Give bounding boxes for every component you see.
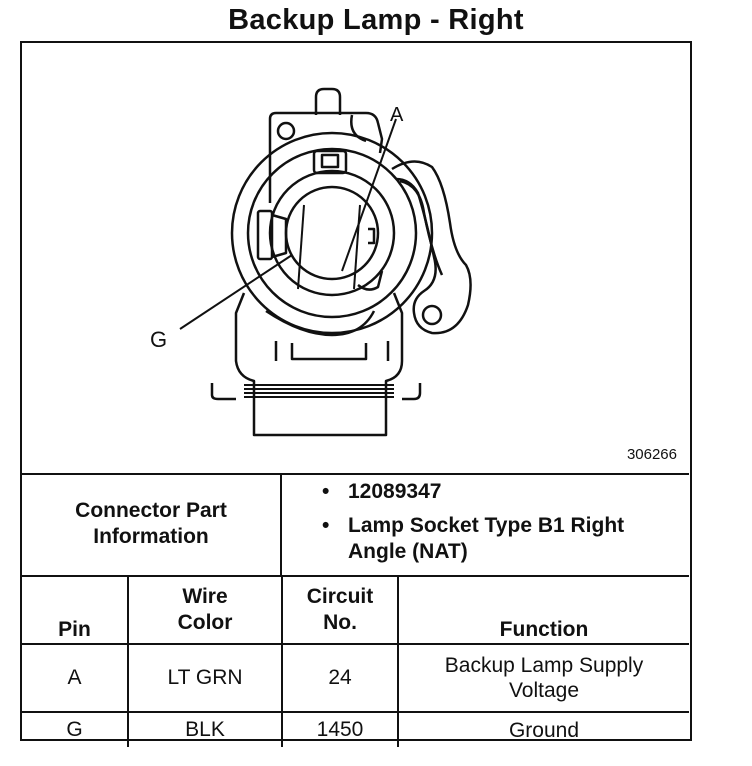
- figure-id: 306266: [626, 446, 677, 463]
- header-circuit-no: Circuit No.: [281, 575, 399, 645]
- callout-a: A: [390, 104, 404, 126]
- table-header-row: Pin Wire Color Circuit No. Function: [22, 575, 689, 645]
- cell-function: Backup Lamp Supply Voltage: [397, 643, 689, 713]
- socket-type-item: • Lamp Socket Type B1 Right Angle (NAT): [322, 514, 625, 563]
- top-tab: [314, 87, 342, 115]
- cell-pin: G: [22, 711, 129, 747]
- header-function: Function: [397, 575, 689, 645]
- cell-pin: A: [22, 643, 129, 713]
- table-row: G BLK 1450 Ground: [22, 711, 689, 747]
- leader-g: [179, 254, 293, 330]
- connector-figure: A G 306266: [22, 43, 689, 475]
- socket-middle-ring: [246, 147, 418, 319]
- housing-top: [268, 111, 384, 203]
- header-pin: Pin: [22, 575, 129, 645]
- cell-wire: BLK: [127, 711, 283, 747]
- connector-sheet: A G 306266 Connector Part Information • …: [20, 41, 692, 747]
- cell-circuit: 1450: [281, 711, 399, 747]
- bullet-icon: •: [322, 480, 330, 503]
- callout-g: G: [150, 327, 167, 352]
- leader-a: [341, 118, 397, 272]
- lamp-socket-drawing: A G: [150, 87, 472, 437]
- connector-part-list: • 12089347 • Lamp Socket Type B1 Right A…: [282, 479, 687, 565]
- housing-hole-left: [276, 121, 296, 141]
- header-wire-color: Wire Color: [127, 575, 283, 645]
- page-title: Backup Lamp - Right: [228, 4, 524, 36]
- connector-part-label: Connector Part Information: [22, 473, 282, 575]
- cell-function: Ground: [397, 711, 689, 747]
- clip-hole: [421, 304, 443, 326]
- bullet-icon: •: [322, 514, 330, 537]
- cell-wire: LT GRN: [127, 643, 283, 713]
- top-latch: [312, 149, 348, 175]
- housing-bottom: [234, 292, 404, 437]
- left-latch: [256, 209, 274, 261]
- socket-inner-ring: [268, 169, 396, 297]
- table-row: A LT GRN 24 Backup Lamp Supply Voltage: [22, 643, 689, 713]
- pinout-table: Pin Wire Color Circuit No. Function A LT…: [22, 575, 689, 747]
- socket-outer-ring: [230, 131, 434, 335]
- connector-part-info: Connector Part Information • 12089347 • …: [22, 473, 689, 577]
- part-number-item: • 12089347: [322, 480, 442, 503]
- cell-circuit: 24: [281, 643, 399, 713]
